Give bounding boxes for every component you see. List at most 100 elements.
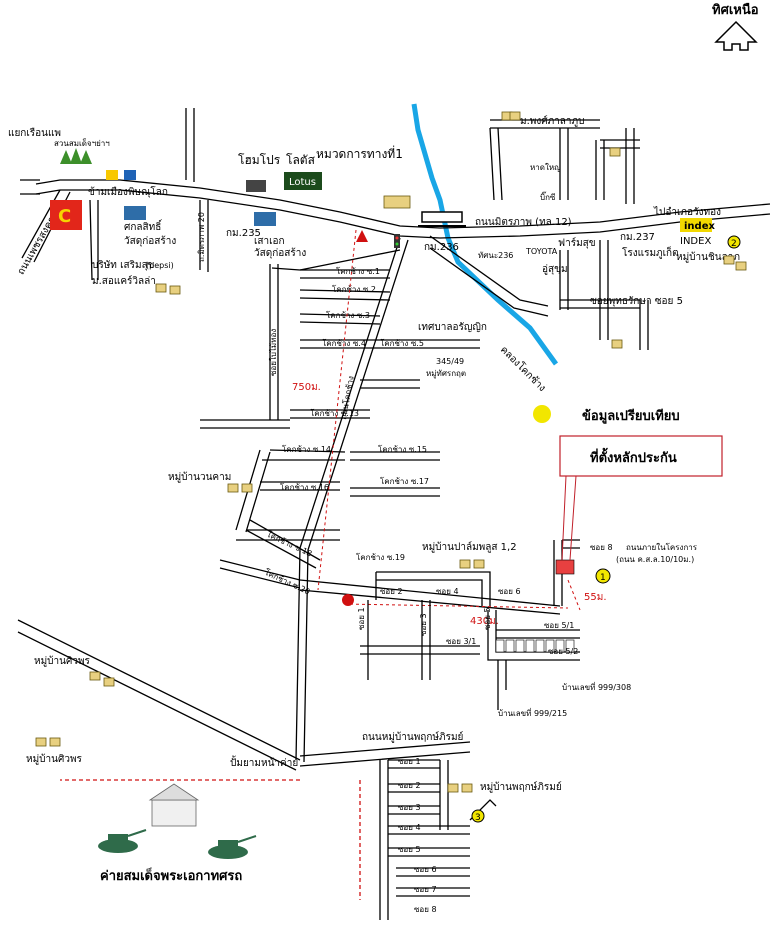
soi-s5: โคกช้าง ซ.5 [380, 338, 424, 348]
kusukhum-label: อู่สุขุม [542, 264, 568, 275]
tree-icon [60, 148, 92, 164]
house-999-308-label: บ้านเลขที่ 999/308 [562, 681, 631, 692]
soi-8: ซอย 8 [590, 543, 613, 552]
distance-430: 430ม. [470, 616, 499, 627]
index-label: INDEX [680, 236, 711, 247]
house-345-label: 345/49 [436, 357, 464, 366]
lotus-logo-icon: Lotus [284, 172, 322, 190]
suan-somdet-label: สวนสมเด็จฯย่าฯ [54, 138, 110, 148]
lotus-label: โลตัส [286, 153, 316, 167]
bsc-sub-label: (pepsi) [146, 261, 174, 270]
moo-wanakham-label: หมู่บ้านวนคาม [168, 471, 231, 483]
collateral-lot [555, 559, 575, 575]
sakol-sub-label: วัสดุก่อสร้าง [124, 235, 176, 247]
house-999-215-label: บ้านเลขที่ 999/215 [498, 707, 567, 718]
soi-5-2: ซอย 5/2 [548, 647, 578, 656]
svg-text:3: 3 [475, 813, 481, 823]
ne-roads [429, 119, 649, 350]
distance-55: 55ม. [584, 592, 607, 603]
soi-phuttharaksa-label: ซอยพุทธรักษา ซอย 5 [590, 296, 683, 307]
traffic-light-icon [394, 234, 400, 248]
village-house-icon [35, 111, 747, 793]
svg-text:1: 1 [600, 573, 606, 583]
pruk-soi-8: ซอย 8 [414, 905, 437, 914]
pharmacy-label: ฟาร์มสุข [558, 237, 596, 249]
mitsubishi-icon [356, 230, 368, 242]
marker-3: 3 [471, 809, 485, 823]
distance-line-430 [343, 603, 569, 609]
sakol-icon [124, 206, 146, 220]
soi-s20: โคกช้าง ซ.20 [263, 567, 312, 597]
soi-s3: โคกช้าง ซ.3 [326, 310, 370, 320]
km237-label: กม.237 [620, 232, 655, 243]
soi-s17: โคกช้าง ซ.17 [380, 476, 429, 486]
legend-comparison: ข้อมูลเปรียบเทียบ [582, 408, 680, 424]
svg-text:index: index [684, 221, 715, 232]
saeng-label: เสาเอก [254, 236, 285, 247]
soi-s15: โคกช้าง ซ.15 [378, 444, 427, 454]
ms-parc-label: ม.สอแคร์วิลล่า [92, 275, 156, 287]
temple-icon [148, 783, 200, 827]
moo-pruk-label: หมู่บ้านพฤกษ์ภิรมย์ [480, 781, 562, 793]
toyota-label: TOYOTA [525, 247, 558, 256]
big-c-label: บิ๊กซี [540, 191, 556, 202]
soi-6: ซอย 6 [498, 587, 521, 596]
shell-icon [106, 170, 118, 180]
home-pro-label: โฮมโปร [238, 153, 281, 167]
home-pro-icon [246, 180, 266, 192]
pruk-soi-4: ซอย 4 [398, 823, 421, 832]
soi-s13: โคกช้าง ซ.13 [310, 408, 359, 418]
soi-2: ซอย 2 [380, 587, 403, 596]
ncm236-label: ทัศนะ236 [478, 251, 513, 260]
km236-label: กม.236 [424, 242, 459, 253]
kokchang-road [200, 237, 561, 763]
distance-line-55 [567, 579, 581, 611]
soi-1: ซอย 1 [357, 607, 366, 630]
nakornthai-label: หาดใหญ่ [530, 163, 561, 172]
soi-s19: โคกช้าง ซ.19 [356, 552, 405, 562]
soi-s1: โคกช้าง ซ.1 [336, 266, 380, 276]
index-logo-icon: index [680, 218, 715, 232]
koksang20-label: ถ.มิตรภาพ 20 [197, 212, 206, 262]
soi-baimai-label: ซอยใบไม้ทอง [269, 329, 278, 376]
legend-collateral: ที่ตั้งหลักประกัน [590, 447, 677, 466]
km235-label: กม.235 [226, 228, 261, 239]
pruk-soi-1: ซอย 1 [398, 757, 421, 766]
pruk-soi-2: ซอย 2 [398, 781, 421, 790]
pruk-soi-5: ซอย 5 [398, 845, 421, 854]
legend-marker-icon [533, 405, 551, 423]
soi-5: ซอย 5 [483, 607, 492, 630]
sw-roads [17, 619, 471, 900]
camp-label: ค่ายสมเด็จพระเอกาทศรถ [100, 866, 242, 884]
highway-dept-label: หมวดการทางที่1 [316, 145, 403, 161]
to-wangthong-label: ไปอำเภอวังทอง [653, 206, 721, 218]
pruk-grid [379, 759, 497, 920]
moo-road-label: ถนนหมู่บ้านพฤกษ์ภิรมย์ [362, 731, 463, 743]
sakol-label: ศกลสิทธิ์ [124, 219, 163, 233]
soi-s16: โคกช้าง ซ.16 [280, 482, 329, 492]
intersection-marker-icon [342, 594, 354, 606]
pruk-soi-3: ซอย 3 [398, 803, 421, 812]
univ-label: ม.พงศ์ภาลาภูบ [520, 115, 584, 127]
svg-text:C: C [58, 206, 71, 227]
pumping-label: ปั้มยามหน้าค่าย [230, 755, 298, 769]
soi-3-1: ซอย 3/1 [446, 637, 476, 646]
yaek-ruenpae-label: แยกเรือนแพ [8, 127, 61, 139]
pruk-soi-6: ซอย 6 [414, 865, 437, 874]
bridge-icon [418, 211, 466, 227]
callout-pointer [561, 475, 577, 561]
klong-label: คลองโคกช้าง [498, 343, 549, 394]
highway-dept-icon [383, 195, 411, 209]
inner-road-sub-label: (ถนน ค.ส.ล.10/10ม.) [616, 555, 694, 564]
north-arrow-icon [714, 20, 758, 51]
distance-line-750 [317, 229, 357, 591]
to-phitsanulok-label: ข้ามเมืองพิษณุโลก [88, 185, 168, 198]
west-roads [20, 108, 209, 281]
soi-s14: โคกช้าง ซ.14 [282, 444, 331, 454]
project-grid [360, 539, 580, 710]
soi-s2: โคกช้าง ซ.2 [332, 284, 376, 294]
inner-road-label: ถนนภายในโครงการ [626, 542, 698, 552]
distance-750: 750ม. [292, 382, 321, 393]
main-road-label: ถนนมิตรภาพ (ทล.12) [475, 217, 572, 228]
pruk-soi-7: ซอย 7 [414, 885, 437, 894]
